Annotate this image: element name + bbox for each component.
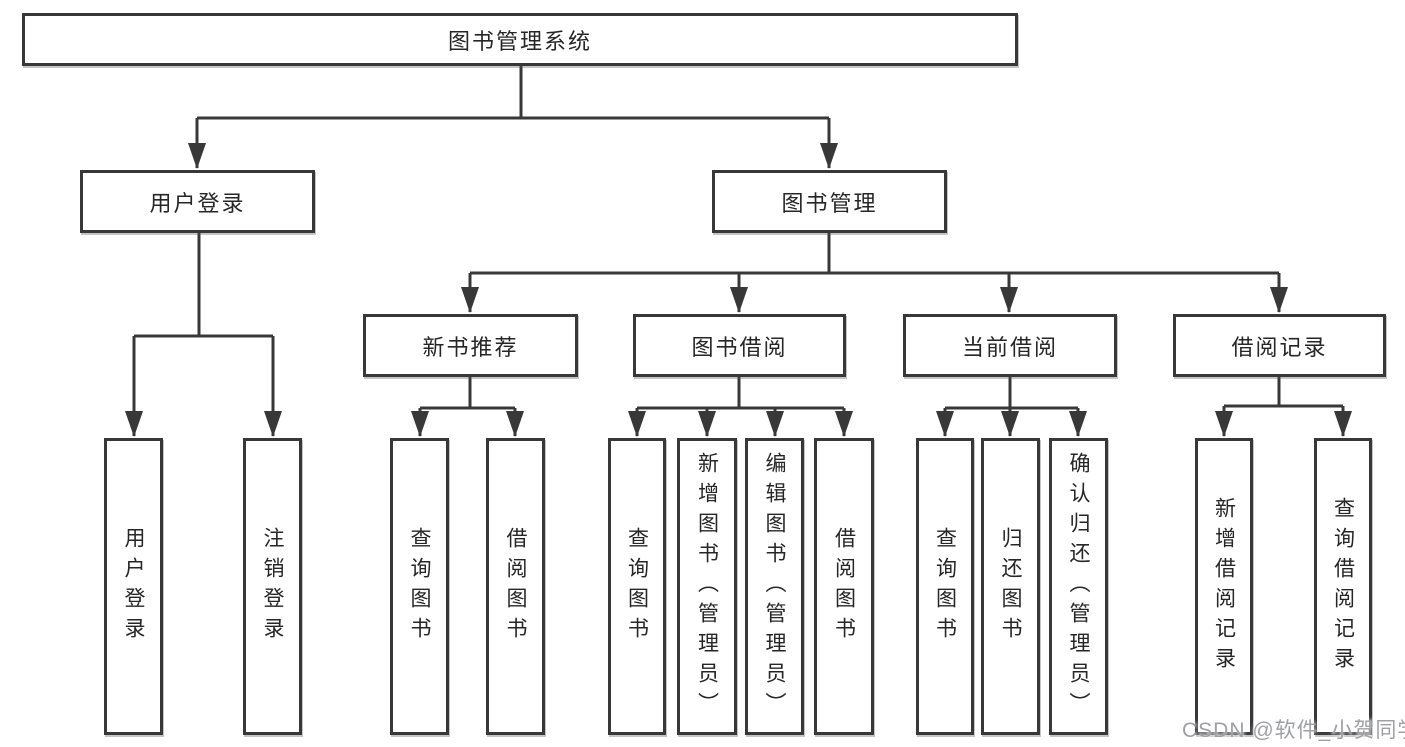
- node-borrow-records: 借阅记录: [1173, 314, 1386, 377]
- leaf-user-login: 用户登录: [104, 438, 163, 735]
- csdn-watermark: CSDN @软件_小贺同学: [1182, 719, 1405, 742]
- leaf-borrow-books: 借阅图书: [814, 438, 874, 735]
- leaf-query-books-current: 查询图书: [916, 438, 974, 735]
- node-book-management-branch: 图书管理: [712, 170, 947, 233]
- leaf-query-books-borrow: 查询图书: [608, 438, 666, 735]
- leaf-add-books-admin: 新增图书（管理员）: [677, 438, 737, 735]
- node-new-book-recommend: 新书推荐: [363, 314, 578, 377]
- node-current-borrow: 当前借阅: [903, 314, 1117, 377]
- leaf-logout: 注销登录: [243, 438, 302, 735]
- leaf-query-books-recommend: 查询图书: [390, 438, 449, 735]
- leaf-edit-books-admin: 编辑图书（管理员）: [745, 438, 804, 735]
- node-user-login-branch: 用户登录: [80, 170, 315, 233]
- leaf-confirm-return-admin: 确认归还（管理员）: [1049, 438, 1108, 735]
- leaf-add-borrow-record: 新增借阅记录: [1195, 438, 1253, 735]
- node-book-borrow: 图书借阅: [633, 314, 846, 377]
- leaf-return-books: 归还图书: [981, 438, 1040, 735]
- leaf-query-borrow-record: 查询借阅记录: [1314, 438, 1372, 735]
- leaf-borrow-books-recommend: 借阅图书: [486, 438, 545, 735]
- node-root-system: 图书管理系统: [22, 13, 1018, 66]
